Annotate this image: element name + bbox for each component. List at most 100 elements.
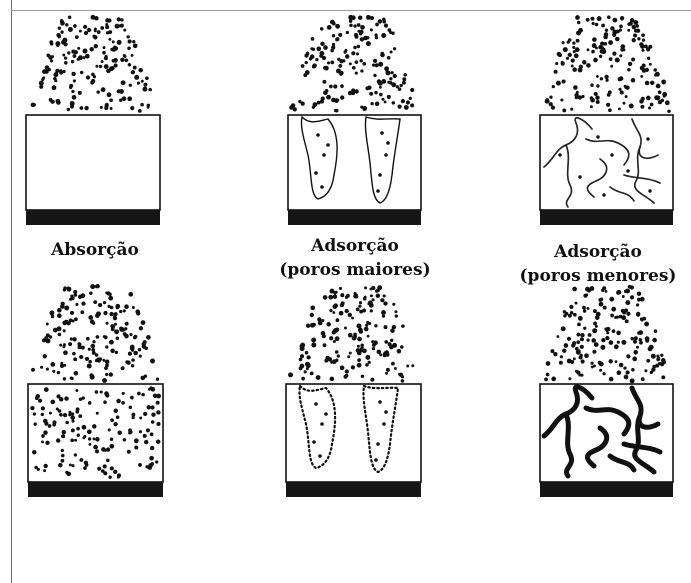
panel-top-adsorption-large-pores-cloud-particle	[315, 58, 318, 61]
panel-bottom-absorption-absorbed-particle	[75, 389, 78, 392]
panel-top-absorption-cloud-particle	[148, 88, 152, 92]
panel-bottom-absorption-cloud-particle	[49, 310, 54, 315]
panel-bottom-absorption-absorbed-particle	[61, 449, 64, 452]
panel-bottom-adsorption-small-pores-cloud-particle	[616, 290, 621, 295]
panel-top-adsorption-large-pores-cloud-particle	[391, 32, 394, 35]
panel-top-adsorption-small-pores-cloud-particle	[615, 37, 620, 42]
panel-top-adsorption-large-pores-cloud-particle	[345, 54, 349, 58]
panel-bottom-absorption-cloud-particle	[57, 308, 62, 313]
panel-bottom-absorption-absorbed-particle	[110, 418, 114, 422]
panel-bottom-absorption-cloud-particle	[46, 323, 49, 326]
panel-top-adsorption-large-pores-pore-particle	[326, 143, 330, 147]
panel-bottom-absorption-cloud-particle	[113, 316, 117, 320]
panel-bottom-absorption-absorbed-particle	[82, 425, 87, 430]
panel-bottom-adsorption-large-pores-cloud-particle	[310, 313, 314, 317]
panel-bottom-adsorption-large-pores-cloud-particle	[333, 340, 336, 343]
panel-bottom-absorption-cloud-particle	[85, 357, 89, 361]
panel-bottom-absorption-cloud-particle	[108, 296, 113, 301]
panel-bottom-absorption-cloud-particle	[119, 310, 122, 313]
panel-bottom-absorption-absorbed-particle	[139, 430, 142, 433]
panel-top-adsorption-large-pores-cloud-particle	[365, 86, 369, 90]
panel-top-absorption-cloud-particle	[140, 103, 144, 107]
panel-top-absorption-cloud-particle	[147, 106, 150, 109]
panel-top-adsorption-large-pores-cloud-particle	[391, 71, 394, 74]
panel-top-adsorption-large-pores-cloud-particle	[399, 84, 402, 87]
panel-bottom-adsorption-large-pores-cloud-particle	[392, 303, 395, 306]
panel-top-absorption-cloud-particle	[94, 29, 97, 32]
panel-bottom-absorption-cloud-particle	[60, 304, 65, 309]
panel-bottom-absorption-absorbed-particle	[156, 401, 160, 405]
panel-top-adsorption-large-pores-cloud-particle	[393, 74, 397, 78]
panel-bottom-adsorption-large-pores-cloud-particle	[370, 309, 373, 312]
panel-bottom-absorption-absorbed-particle	[71, 412, 74, 415]
panel-bottom-absorption-absorbed-particle	[131, 416, 134, 419]
panel-bottom-adsorption-large-pores-cloud-particle	[333, 294, 338, 299]
panel-bottom-absorption-absorbed-particle	[92, 424, 96, 428]
panel-top-adsorption-large-pores-pore-particle	[316, 133, 320, 137]
panel-top-adsorption-large-pores-cloud-particle	[384, 24, 388, 28]
panel-bottom-absorption-absorbed-particle	[66, 472, 71, 477]
label-adsorcao-small-line1: Adsorção	[505, 240, 691, 264]
panel-top-adsorption-small-pores-cloud-particle	[627, 29, 630, 32]
panel-bottom-adsorption-large-pores-cloud-particle	[375, 289, 379, 293]
panel-bottom-absorption-absorbed-particle	[62, 430, 66, 434]
panel-bottom-absorption-cloud-particle	[141, 320, 146, 325]
panel-top-adsorption-small-pores-cloud-particle	[576, 39, 580, 43]
panel-bottom-adsorption-small-pores-cloud-particle	[595, 325, 598, 328]
panel-bottom-absorption-cloud-particle	[89, 292, 93, 296]
panel-bottom-absorption-cloud-particle	[132, 306, 135, 309]
panel-top-adsorption-large-pores-cloud-particle	[402, 77, 406, 81]
panel-bottom-absorption-cloud-particle	[81, 346, 85, 350]
panel-bottom-adsorption-large-pores-pore-particle	[320, 422, 324, 426]
panel-top-absorption-cloud-particle	[133, 43, 138, 48]
panel-top-absorption-cloud-particle	[49, 40, 53, 44]
panel-bottom-absorption-cloud-particle	[95, 285, 98, 288]
panel-bottom-absorption-cloud-particle	[58, 333, 62, 337]
panel-bottom-absorption-absorbed-particle	[43, 430, 47, 434]
panel-top-adsorption-small-pores-cloud-particle	[639, 42, 643, 46]
panel-top-adsorption-large-pores-cloud-particle	[374, 91, 378, 95]
panel-top-adsorption-large-pores-cloud-particle	[333, 84, 337, 88]
panel-top-adsorption-small-pores-cloud-particle	[612, 18, 617, 23]
panel-top-adsorption-small-pores-substrate-base	[540, 210, 673, 225]
panel-bottom-adsorption-small-pores-cloud-particle	[602, 372, 605, 375]
panel-top-adsorption-small-pores-cloud-particle	[591, 50, 595, 54]
panel-top-absorption-cloud-particle	[97, 30, 101, 34]
panel-bottom-absorption-cloud-particle	[95, 359, 99, 363]
panel-bottom-absorption-absorbed-particle	[77, 433, 80, 436]
panel-bottom-adsorption-small-pores-cloud-particle	[617, 370, 622, 375]
panel-top-adsorption-large-pores-cloud-particle	[366, 15, 370, 19]
panel-top-adsorption-large-pores-cloud-particle	[327, 25, 332, 30]
panel-top-adsorption-large-pores-cloud-particle	[360, 25, 365, 30]
panel-top-adsorption-small-pores-cloud-particle	[609, 57, 613, 61]
panel-bottom-adsorption-small-pores-cloud-particle	[588, 333, 592, 337]
panel-top-adsorption-large-pores-cloud-particle	[382, 18, 386, 22]
panel-bottom-adsorption-small-pores-cloud-particle	[546, 361, 551, 366]
panel-top-absorption-cloud-particle	[71, 60, 74, 63]
panel-top-adsorption-large-pores-cloud-particle	[336, 99, 339, 102]
panel-bottom-adsorption-large-pores-cloud-particle	[357, 345, 360, 348]
panel-bottom-adsorption-small-pores-cloud-particle	[651, 354, 656, 359]
panel-top-adsorption-small-pores-cloud-particle	[590, 105, 593, 108]
panel-bottom-absorption-absorbed-particle	[110, 437, 113, 440]
panel-bottom-absorption-absorbed-particle	[146, 428, 150, 432]
panel-bottom-adsorption-large-pores-cloud-particle	[372, 298, 375, 301]
panel-top-adsorption-small-pores-cloud-particle	[552, 85, 555, 88]
panel-bottom-adsorption-small-pores-cloud-particle	[625, 289, 630, 294]
panel-bottom-absorption-absorbed-particle	[131, 413, 135, 417]
panel-top-adsorption-small-pores-cloud-particle	[607, 15, 611, 19]
panel-bottom-adsorption-small-pores-cloud-particle	[593, 321, 597, 325]
panel-top-adsorption-small-pores-cloud-particle	[595, 23, 599, 27]
panel-top-adsorption-small-pores-cloud-particle	[555, 62, 558, 65]
panel-top-adsorption-small-pores-cloud-particle	[612, 30, 617, 35]
panel-bottom-adsorption-large-pores-cloud-particle	[346, 294, 350, 298]
panel-bottom-absorption-cloud-particle	[125, 322, 129, 326]
panel-top-absorption-cloud-particle	[62, 70, 65, 73]
panel-top-adsorption-small-pores-cloud-particle	[595, 95, 599, 99]
panel-bottom-adsorption-small-pores-cloud-particle	[546, 373, 550, 377]
panel-bottom-absorption-cloud-particle	[139, 355, 142, 358]
panel-top-adsorption-small-pores-cloud-particle	[610, 65, 613, 68]
panel-top-adsorption-small-pores-cloud-particle	[619, 29, 622, 32]
panel-bottom-adsorption-small-pores-cloud-particle	[592, 328, 597, 333]
panel-bottom-absorption-absorbed-particle	[149, 386, 152, 389]
